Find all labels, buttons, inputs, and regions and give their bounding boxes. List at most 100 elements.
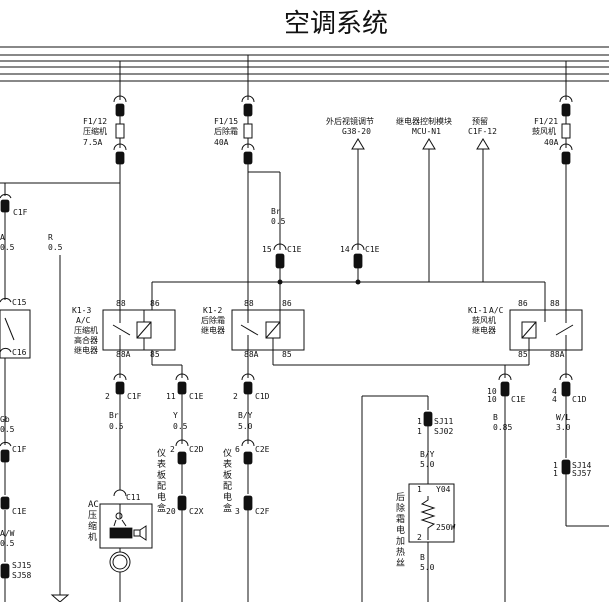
conn-label: C16 <box>12 348 27 357</box>
conn-label: C1D <box>572 395 587 404</box>
wire-size: 0.5 <box>109 422 124 431</box>
panel-box-label-2: 仪 表 板 配 电 盒 <box>223 448 232 514</box>
relay-name: 高合器 <box>74 335 98 345</box>
fuse-name: 压缩机 <box>83 126 107 136</box>
component-label: 电 <box>396 524 405 536</box>
component-label: 表 <box>223 458 232 470</box>
pin-number: 14 <box>340 245 350 254</box>
wire-label: Gb <box>0 415 10 424</box>
component-label: 盒 <box>157 502 166 514</box>
conn-label: SJ14 <box>572 461 591 470</box>
diagram-title: 空调系统 <box>284 9 388 39</box>
relay-k1-2: K1-2 后除霜 继电器 88 86 88A 85 <box>201 299 305 359</box>
wire-size: 5.0 <box>420 563 435 572</box>
pin-number: 86 <box>150 299 160 308</box>
component-label: 板 <box>157 469 166 481</box>
component-label: 仪 <box>223 448 232 459</box>
pin-number: 4 <box>552 387 557 396</box>
conn-label: C1F <box>127 392 142 401</box>
wire-label: B <box>420 553 425 562</box>
component-label: 缩 <box>88 520 97 532</box>
wire-size: 0.5 <box>0 243 15 252</box>
conn-label: C1E <box>189 392 204 401</box>
component-label: 热 <box>396 546 405 558</box>
wire-label: Br <box>109 411 119 420</box>
power-bus <box>0 46 609 82</box>
wire-size: 0.85 <box>493 423 512 432</box>
fuse-name: 后除霜 <box>214 126 238 136</box>
fuse-f1-15: F1/15 后除霜 40A <box>214 55 255 165</box>
pin-number: 1 <box>417 485 422 494</box>
conn-label: SJ15 <box>12 561 31 570</box>
pin-number: 1 <box>417 427 422 436</box>
conn-label: C15 <box>12 298 27 307</box>
wire-label: A/W <box>0 529 15 538</box>
pin-number: 15 <box>262 245 272 254</box>
conn-name: 预留 <box>472 116 488 126</box>
component-label: 丝 <box>396 557 405 569</box>
conn-code: C1F-12 <box>468 127 497 136</box>
fuse-f1-12: F1/12 压缩机 7.5A <box>83 61 127 165</box>
conn-name: 外后视镜调节 <box>326 116 374 126</box>
conn-label: C1F <box>12 445 27 454</box>
wire-label: Y <box>173 411 178 420</box>
wire-label: Br <box>271 207 281 216</box>
component-label: AC <box>88 500 99 510</box>
wires-upper <box>0 164 567 310</box>
pin-number: 2 <box>233 392 238 401</box>
conn-code: G38-20 <box>342 127 371 136</box>
wire-label: R <box>48 233 53 242</box>
pin-number: 85 <box>150 350 160 359</box>
pin-number: 2 <box>105 392 110 401</box>
relay-id: K1-1 <box>468 306 487 315</box>
k12-column: 2 C1D B/Y 5.0 6 C2E 3 C2F 仪 表 板 配 电 盒 <box>223 350 270 602</box>
fuse-id: F1/12 <box>83 117 107 126</box>
conn-label: SJ58 <box>12 571 31 580</box>
conn-label: C2D <box>189 445 204 454</box>
pin-number: 1 <box>553 469 558 478</box>
conn-label: SJ11 <box>434 417 453 426</box>
relay-id: K1-2 <box>203 306 222 315</box>
pin-number: 3 <box>235 507 240 516</box>
conn-code: MCU-N1 <box>412 127 441 136</box>
pin-number: 20 <box>166 507 176 516</box>
fuse-rating: 40A <box>544 138 559 147</box>
component-label: 电 <box>157 491 166 503</box>
pin-number: 88A <box>550 350 565 359</box>
fuse-f1-21: F1/21 鼓风机 40A <box>532 61 573 165</box>
wire-size: 5.0 <box>420 460 435 469</box>
conn-label: C1E <box>287 245 302 254</box>
heater-label: 后 除 霜 电 加 热 丝 <box>396 492 405 569</box>
relay-name: 继电器 <box>74 345 98 355</box>
wire-size: 0.5 <box>0 425 15 434</box>
rear-defroster: 1 SJ11 1 SJ02 B/Y 5.0 1 Y04 250W 2 B 5.0… <box>361 395 455 602</box>
component-label: 配 <box>223 481 232 492</box>
conn-name: 继电器控制模块 <box>396 116 452 126</box>
relay-name: 继电器 <box>201 325 225 335</box>
pin-number: 88 <box>244 299 254 308</box>
fuse-id: F1/21 <box>534 117 558 126</box>
component-label: 后 <box>396 492 405 503</box>
pin-number: 88 <box>550 299 560 308</box>
pin-number: 86 <box>518 299 528 308</box>
wire-label: A <box>0 233 5 242</box>
wire-size: 0.5 <box>48 243 63 252</box>
relay-k1-1: K1-1 鼓风机 继电器 A/C 86 88 85 88A <box>468 299 583 359</box>
pin-number: 10 <box>487 395 497 404</box>
c1e-11-column: 11 C1E Y 0.5 2 C2D 20 C2X 仪 表 板 配 电 盒 <box>157 373 204 602</box>
conn-label: C1F <box>13 208 28 217</box>
c1e-15-connector: Br 0.5 15 C1E <box>262 207 302 282</box>
component-label: 加 <box>396 536 405 547</box>
conn-label: C2E <box>255 445 270 454</box>
conn-label: C11 <box>126 493 141 502</box>
pin-number: 88A <box>116 350 131 359</box>
wire-size: 3.0 <box>556 423 571 432</box>
wire-label: B/Y <box>238 411 253 420</box>
pin-number: 88A <box>244 350 259 359</box>
relay-name: 后除霜 <box>201 315 225 325</box>
conn-label: C2X <box>189 507 204 516</box>
panel-box-label-1: 仪 表 板 配 电 盒 <box>157 448 166 514</box>
wire-size: 5.0 <box>238 422 253 431</box>
top-connections: 外后视镜调节 G38-20 继电器控制模块 MCU-N1 预留 C1F-12 <box>326 116 497 282</box>
pin-number: 10 <box>487 387 497 396</box>
